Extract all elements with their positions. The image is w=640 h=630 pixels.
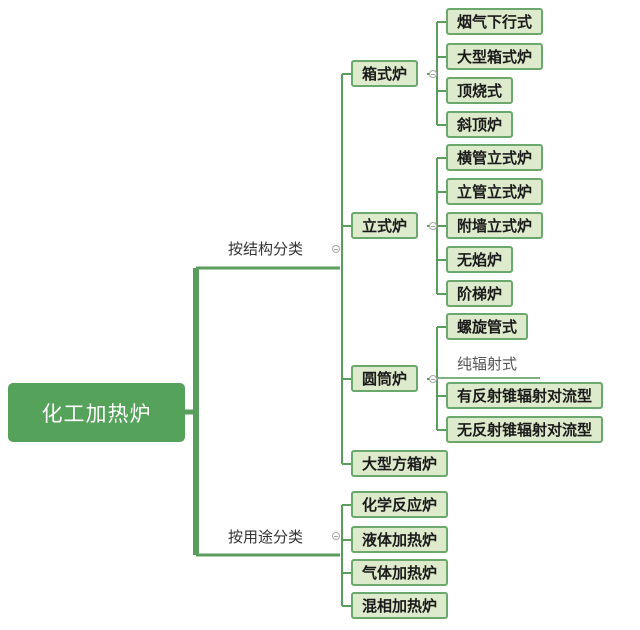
leaf-node[interactable]: 化学反应炉 xyxy=(351,491,449,518)
collapse-toggle-icon[interactable] xyxy=(429,70,437,78)
leaf-node[interactable]: 斜顶炉 xyxy=(446,111,514,138)
branch-structure-label[interactable]: 按结构分类 xyxy=(228,240,304,258)
node-cylindrical-furnace[interactable]: 圆筒炉 xyxy=(351,365,419,392)
branch-usage-label[interactable]: 按用途分类 xyxy=(228,528,304,546)
node-box-furnace[interactable]: 箱式炉 xyxy=(351,60,419,87)
node-vertical-furnace[interactable]: 立式炉 xyxy=(351,212,419,239)
collapse-toggle-icon[interactable] xyxy=(429,222,437,230)
leaf-node[interactable]: 大型箱式炉 xyxy=(446,43,544,70)
collapse-toggle-icon[interactable] xyxy=(429,375,437,383)
leaf-node[interactable]: 无焰炉 xyxy=(446,246,514,273)
leaf-node-plain[interactable]: 纯辐射式 xyxy=(457,355,518,373)
leaf-node[interactable]: 有反射锥辐射对流型 xyxy=(446,382,604,409)
root-node[interactable]: 化工加热炉 xyxy=(8,383,185,442)
leaf-node[interactable]: 阶梯炉 xyxy=(446,280,514,307)
leaf-node[interactable]: 横管立式炉 xyxy=(446,144,544,171)
node-large-square-box[interactable]: 大型方箱炉 xyxy=(351,450,449,477)
leaf-node[interactable]: 混相加热炉 xyxy=(351,592,449,619)
collapse-toggle-icon[interactable] xyxy=(332,532,340,540)
leaf-node[interactable]: 附墙立式炉 xyxy=(446,212,544,239)
leaf-node[interactable]: 液体加热炉 xyxy=(351,526,449,553)
leaf-node[interactable]: 无反射锥辐射对流型 xyxy=(446,416,604,443)
leaf-node[interactable]: 气体加热炉 xyxy=(351,559,449,586)
leaf-node[interactable]: 烟气下行式 xyxy=(446,8,544,35)
leaf-node[interactable]: 顶烧式 xyxy=(446,77,514,104)
leaf-node[interactable]: 立管立式炉 xyxy=(446,178,544,205)
leaf-node[interactable]: 螺旋管式 xyxy=(446,313,529,340)
collapse-toggle-icon[interactable] xyxy=(332,245,340,253)
